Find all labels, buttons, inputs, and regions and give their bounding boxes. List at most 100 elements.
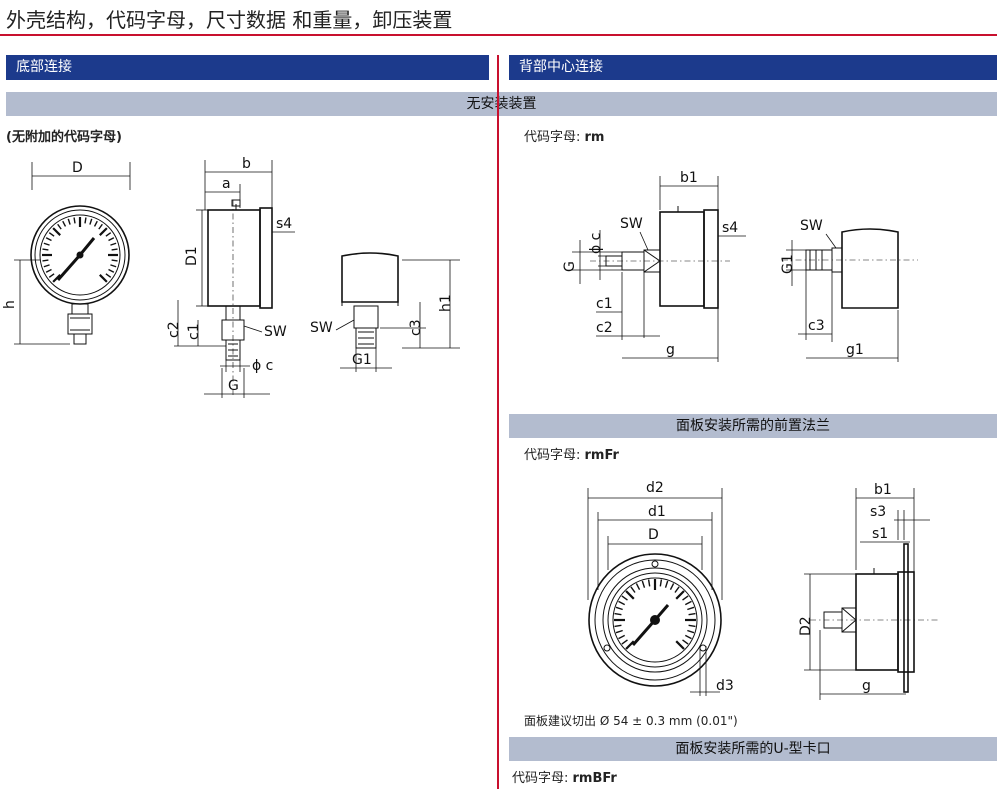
- column-separator: [497, 55, 499, 789]
- dial-tick: [684, 600, 692, 606]
- dial-tick: [614, 612, 622, 616]
- dial-tick: [43, 242, 50, 246]
- dial-tick: [48, 273, 55, 278]
- dial-tick: [89, 218, 93, 225]
- dial-tick: [111, 248, 118, 251]
- dim-SW-thread: SW: [800, 218, 823, 234]
- dim-h: h: [2, 300, 18, 309]
- dial-tick: [42, 259, 49, 262]
- dim-c3-thread: c3: [808, 318, 825, 334]
- dim-a: a: [222, 176, 231, 192]
- dial-tick: [52, 274, 61, 283]
- dim-D2: D2: [798, 616, 814, 636]
- dial-tick: [57, 223, 62, 230]
- dim-G: G: [228, 378, 239, 394]
- dim-c3: c3: [408, 319, 424, 336]
- dial-tick: [618, 634, 626, 640]
- dial-tick: [110, 242, 117, 246]
- dim-d2: d2: [646, 480, 664, 496]
- dial-tick: [684, 634, 692, 640]
- dim-G1-thread: G1: [780, 254, 796, 274]
- rm-thread-view-drawing: SW G1 c3 g1: [780, 218, 918, 362]
- dim-s1: s1: [872, 526, 888, 542]
- dim-g1: g1: [846, 342, 864, 358]
- front-view-drawing: D h: [2, 160, 131, 345]
- front-dial-ticks: [42, 217, 118, 283]
- dial-tick: [621, 639, 628, 645]
- rm-code-label: 代码字母:: [524, 130, 585, 145]
- u-clamp-bar: 面板安装所需的U-型卡口: [509, 737, 997, 761]
- dim-c2-rm: c2: [596, 320, 613, 336]
- dial-tick: [108, 237, 115, 242]
- dim-d1: d1: [648, 504, 666, 520]
- dim-b1: b1: [680, 170, 698, 186]
- dim-h1: h1: [438, 294, 454, 312]
- dial-tick: [73, 217, 76, 224]
- dial-tick: [42, 248, 49, 251]
- back-center-connection-header: 背部中心连接: [509, 55, 997, 80]
- dim-g-flange: g: [862, 678, 871, 694]
- dial-tick: [687, 606, 695, 611]
- dial-tick: [682, 595, 689, 601]
- rmbfr-code-value: rmBFr: [572, 771, 617, 786]
- dim-D-flange: D: [648, 527, 659, 543]
- side-view-drawing: b a D1 s4 SW c2 c1 ϕ c G: [166, 156, 295, 398]
- no-mounting-bar: 无安装装置: [6, 92, 997, 116]
- rmfr-code-value: rmFr: [584, 448, 619, 463]
- no-code-note: (无附加的代码字母): [6, 130, 122, 145]
- dial-tick: [625, 640, 635, 650]
- dim-D1: D1: [184, 246, 200, 266]
- dial-tick: [669, 583, 675, 591]
- rmfr-code-note: 代码字母: rmFr: [524, 444, 619, 463]
- dial-tick: [43, 264, 50, 268]
- dial-tick: [675, 590, 685, 600]
- title-rule: [0, 34, 997, 36]
- rmbfr-code-label: 代码字母:: [512, 771, 573, 786]
- dial-tick: [674, 586, 680, 593]
- dim-b: b: [242, 156, 251, 172]
- dial-tick: [62, 220, 67, 227]
- dim-c2: c2: [166, 321, 182, 338]
- dim-SW-rm: SW: [620, 216, 643, 232]
- dial-tick: [625, 590, 635, 600]
- dial-tick: [98, 223, 103, 230]
- dial-tick: [621, 595, 628, 601]
- dial-tick: [99, 227, 108, 236]
- rm-code-value: rm: [584, 130, 605, 145]
- dial-tick: [647, 579, 651, 587]
- dial-tick: [641, 580, 646, 588]
- page-title: 外壳结构，代码字母，尺寸数据 和重量，卸压装置: [6, 8, 453, 32]
- rm-code-note: 代码字母: rm: [524, 126, 604, 145]
- dial-tick: [84, 217, 87, 224]
- rmbfr-code-note: 代码字母: rmBFr: [512, 767, 617, 786]
- dim-SW-back: SW: [310, 320, 333, 336]
- rmfr-code-label: 代码字母:: [524, 448, 585, 463]
- dial-tick: [618, 600, 626, 606]
- dim-phi-c-rm: ϕ c: [588, 233, 604, 254]
- front-flange-bar: 面板安装所需的前置法兰: [509, 414, 997, 438]
- dim-D-front: D: [72, 160, 83, 176]
- dial-tick: [45, 268, 52, 273]
- dial-tick: [52, 227, 61, 236]
- rm-side-view-drawing: b1 s4 SW ϕ c G c1 c2 g: [562, 170, 746, 362]
- dial-tick: [108, 268, 115, 273]
- dial-tick: [614, 624, 622, 628]
- flange-side-view-drawing: b1 s3 s1 D2 g: [798, 482, 940, 700]
- dial-tick: [105, 232, 112, 237]
- dial-tick: [99, 274, 108, 283]
- dial-tick: [688, 624, 696, 628]
- back-view-drawing: h1 c3 SW G1: [310, 252, 460, 372]
- bottom-connection-header: 底部连接: [6, 55, 489, 80]
- dim-s4: s4: [276, 216, 292, 232]
- dim-s4-rm: s4: [722, 220, 738, 236]
- dial-tick: [615, 629, 623, 634]
- dim-g: g: [666, 342, 675, 358]
- dial-tick: [688, 612, 696, 616]
- dim-c1-rm: c1: [596, 296, 613, 312]
- dim-s3: s3: [870, 504, 886, 520]
- dim-G-rm: G: [562, 261, 578, 272]
- dim-G1-left: G1: [352, 352, 372, 368]
- dial-tick: [664, 580, 669, 588]
- dial-tick: [682, 639, 689, 645]
- flange-dial-ticks: [614, 579, 696, 650]
